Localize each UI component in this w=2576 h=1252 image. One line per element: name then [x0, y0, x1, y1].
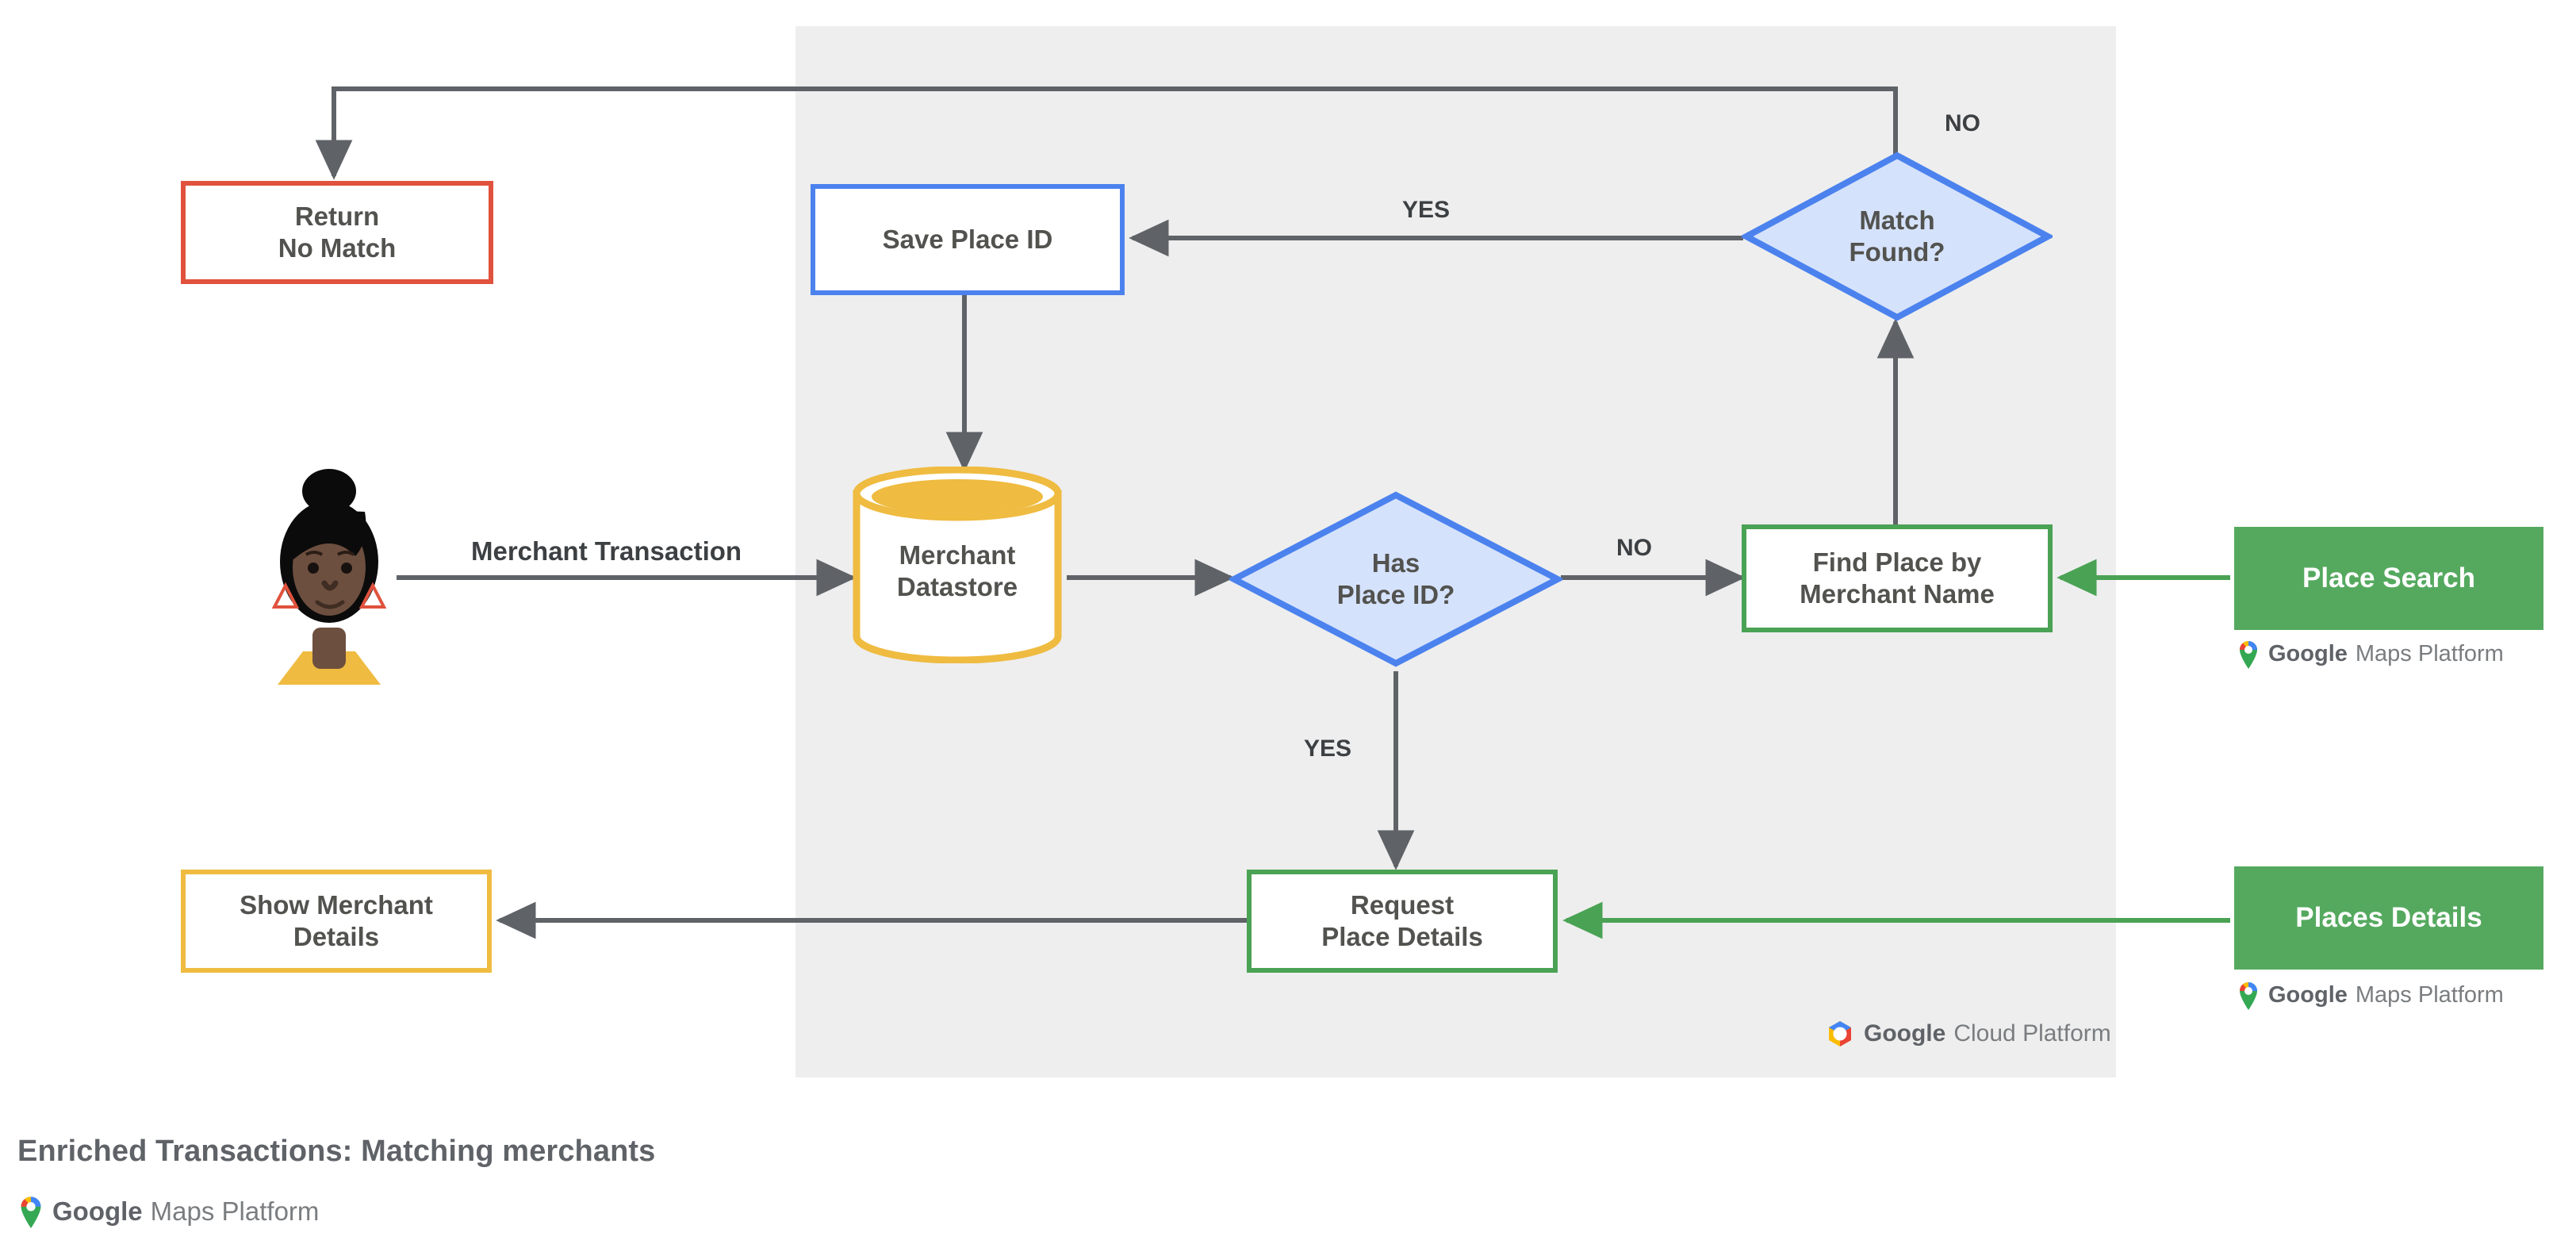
avatar-nose: [321, 580, 339, 591]
maps-platform-lockup-places-details: Google Maps Platform: [2237, 980, 2504, 1010]
node-show-merchant-details[interactable]: Show Merchant Details: [181, 870, 492, 973]
lockup-brand-word: Google: [52, 1196, 143, 1226]
avatar-brow-left: [305, 551, 324, 556]
avatar-earring-right: [358, 582, 387, 609]
lockup-brand-rest: Maps Platform: [2355, 981, 2504, 1008]
edge-label-match-found-no: NO: [1945, 110, 1980, 136]
datastore-body: [853, 490, 1062, 663]
caption-title: Enriched Transactions: Matching merchant…: [17, 1135, 656, 1168]
avatar-eye-left: [308, 563, 319, 574]
lockup-brand-rest: Cloud Platform: [1953, 1020, 2111, 1047]
avatar-eye-right: [341, 563, 352, 574]
edge-label-match-found-yes: YES: [1402, 197, 1451, 223]
node-find-place-by-merchant-name[interactable]: Find Place by Merchant Name: [1742, 524, 2053, 632]
edge-match-found-no: [315, 86, 1898, 180]
avatar-earring-left: [271, 582, 300, 609]
avatar-mouth: [315, 600, 345, 609]
has-place-id-shape: [1229, 491, 1562, 667]
google-maps-pin-icon: [2237, 639, 2260, 669]
node-request-place-details[interactable]: Request Place Details: [1247, 870, 1558, 973]
lockup-brand-word: Google: [1864, 1020, 1946, 1047]
node-has-place-id[interactable]: Has Place ID?: [1229, 490, 1562, 668]
datastore-top-fill: [872, 479, 1043, 514]
google-cloud-platform-lockup: Google Cloud Platform: [1824, 1018, 2111, 1050]
edge-label-has-place-id-no: NO: [1616, 535, 1652, 561]
lockup-brand-word: Google: [2268, 981, 2348, 1008]
footer-maps-platform-lockup: Google Maps Platform: [17, 1194, 319, 1228]
google-cloud-hexagon-icon: [1824, 1018, 1856, 1050]
node-merchant-datastore[interactable]: Merchant Datastore: [850, 467, 1064, 663]
avatar-neck: [312, 628, 346, 669]
node-return-no-match[interactable]: Return No Match: [181, 181, 493, 284]
maps-platform-lockup-place-search: Google Maps Platform: [2237, 639, 2504, 669]
lockup-brand-rest: Maps Platform: [2355, 640, 2504, 666]
avatar-brow-right: [336, 551, 355, 556]
lockup-brand-rest: Maps Platform: [150, 1196, 320, 1226]
avatar: [262, 463, 397, 685]
node-match-found[interactable]: Match Found?: [1742, 151, 2053, 322]
google-maps-pin-icon: [2237, 980, 2260, 1010]
match-found-shape: [1742, 152, 2053, 321]
avatar-hair-bun: [302, 469, 356, 513]
api-chip-place-search[interactable]: Place Search: [2234, 527, 2543, 630]
api-chip-places-details[interactable]: Places Details: [2234, 866, 2543, 970]
edge-label-merchant-transaction: Merchant Transaction: [471, 536, 742, 566]
lockup-brand-word: Google: [2268, 640, 2348, 666]
google-maps-pin-icon: [17, 1194, 44, 1228]
edge-label-has-place-id-yes: YES: [1304, 735, 1352, 762]
datastore-label: Merchant Datastore: [896, 540, 1018, 602]
avatar-fringe: [289, 511, 366, 559]
node-save-place-id[interactable]: Save Place ID: [811, 184, 1125, 295]
